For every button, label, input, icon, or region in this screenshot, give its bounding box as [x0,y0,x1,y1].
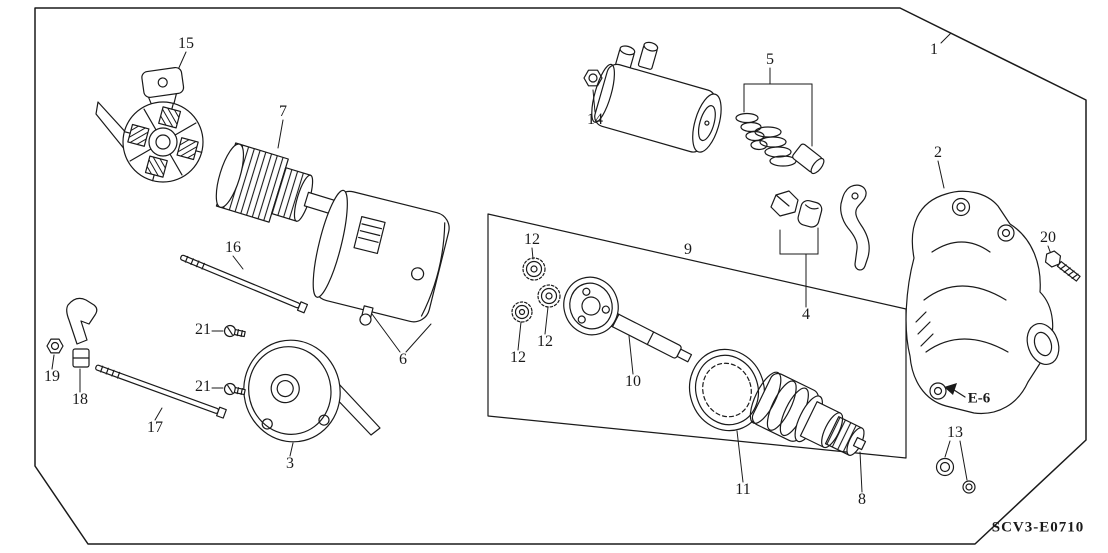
callout-18[interactable]: 18 [72,391,88,408]
mount-bolt-20-drawing [1044,250,1081,282]
callout-13[interactable]: 13 [947,424,963,441]
callout-4[interactable]: 4 [802,306,810,323]
callout-21a[interactable]: 21 [195,321,211,338]
screw-21b-drawing [223,382,246,396]
brush-holder-drawing [122,66,204,183]
springs-5-drawing [735,112,797,167]
callout-6[interactable]: 6 [399,351,407,368]
through-bolt-17-drawing [95,364,227,419]
callout-12c[interactable]: 12 [510,349,526,366]
callout-12a[interactable]: 12 [524,231,540,248]
end-cover-drawing [243,339,341,443]
callout-14[interactable]: 14 [587,111,603,128]
ring-gear-11-drawing [688,348,766,432]
shift-fork-drawing [840,184,870,271]
solenoid-drawing [591,41,722,153]
bracket-18-drawing [66,297,98,368]
spring-seat-4-drawing [770,190,799,217]
nut-14-drawing [583,69,603,87]
callout-12b[interactable]: 12 [537,333,553,350]
yoke-housing-drawing [312,189,450,326]
callout-7[interactable]: 7 [279,103,287,120]
reference-arrow [944,383,966,398]
callout-16[interactable]: 16 [225,239,241,256]
planet-gear-12a-drawing [522,257,546,281]
callout-21b[interactable]: 21 [195,378,211,395]
frame-border [34,7,1087,545]
callout-19[interactable]: 19 [44,368,60,385]
output-shaft-10-drawing [563,276,693,363]
callout-1[interactable]: 1 [930,41,938,58]
through-bolt-16-drawing [180,254,309,314]
callout-3[interactable]: 3 [286,455,294,472]
diagram-code: SCV3-E0710 [991,519,1085,536]
callout-17[interactable]: 17 [147,419,163,436]
leader-lines [51,32,1053,493]
callout-20[interactable]: 20 [1040,229,1056,246]
gear-housing-drawing [905,190,1060,415]
plunger-pin-drawing [792,143,825,175]
subassembly-box-9 [487,213,907,459]
armature-drawing [215,142,366,223]
callout-8[interactable]: 8 [858,491,866,508]
callout-11[interactable]: 11 [735,481,751,498]
callout-10[interactable]: 10 [625,373,641,390]
nut-19-drawing [46,338,64,354]
reference-link-e6[interactable]: E-6 [967,390,991,407]
boot-4-drawing [797,199,823,228]
callout-5[interactable]: 5 [766,51,774,68]
planet-gear-12b-drawing [537,284,561,308]
callout-15[interactable]: 15 [178,35,194,52]
washer-13-drawing [935,457,976,494]
screw-21a-drawing [223,324,246,338]
callout-2[interactable]: 2 [934,144,942,161]
planet-gear-12c-drawing [511,301,533,323]
clutch-pinion-8-drawing [749,371,867,456]
callout-9[interactable]: 9 [684,241,692,258]
